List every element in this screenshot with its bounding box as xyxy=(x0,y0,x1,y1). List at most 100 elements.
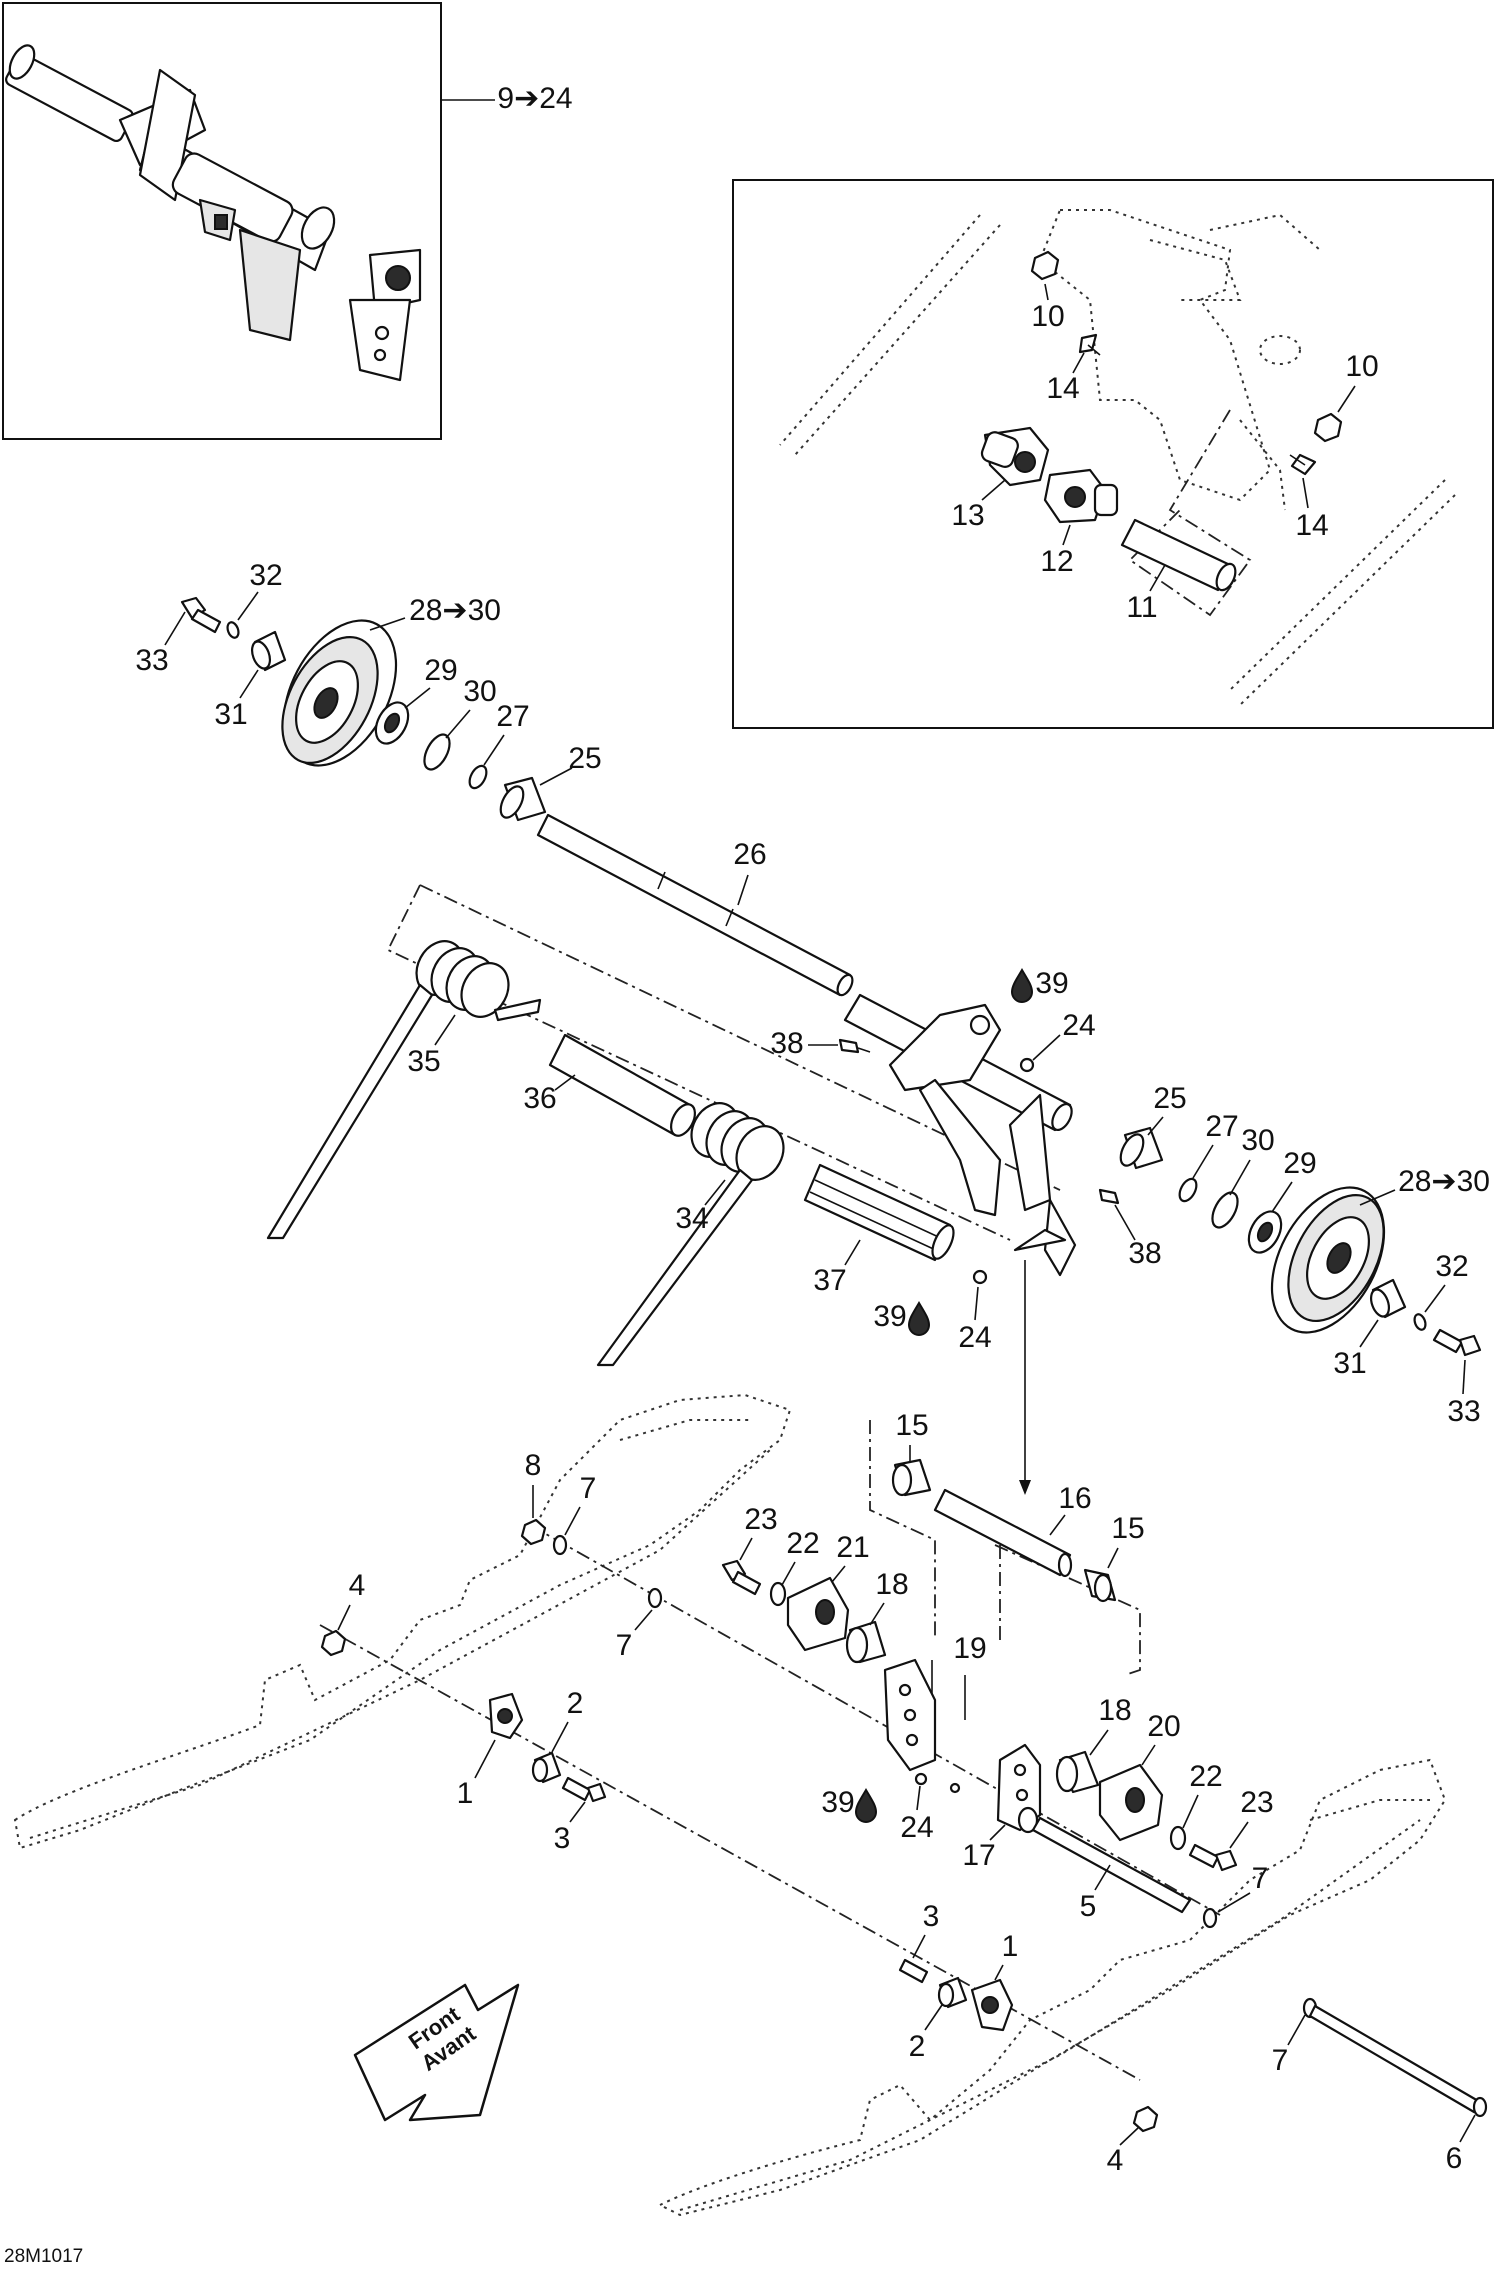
part-24-grease-fitting-b xyxy=(972,1269,988,1285)
callout-23-b: 23 xyxy=(1240,1786,1273,1819)
part-14-bolt-a xyxy=(1078,333,1101,356)
part-4-nut-a xyxy=(320,1629,347,1657)
oil-drop-icon-c xyxy=(854,1788,878,1823)
callout-35: 35 xyxy=(407,1045,440,1078)
assembly-inset-frame xyxy=(2,2,442,440)
part-38-bolt-b xyxy=(1098,1188,1120,1205)
part-7-washer-b xyxy=(647,1587,663,1609)
part-33-bolt-a xyxy=(180,596,222,634)
diagram-code: 28M1017 xyxy=(4,2246,83,2267)
callout-28-a: 28➔30 xyxy=(409,594,501,627)
upper-shaft-dashline xyxy=(529,1524,1221,1916)
part-2-spacer-b xyxy=(937,1976,968,2009)
callout-21: 21 xyxy=(836,1531,869,1564)
part-34-spring xyxy=(596,1102,785,1367)
part-15-bushing-a xyxy=(891,1458,932,1497)
part-27-washer-b xyxy=(1178,1177,1198,1203)
part-14-bolt-b xyxy=(1289,453,1317,476)
part-5-shaft xyxy=(1031,1816,1192,1914)
part-32-washer-b xyxy=(1413,1313,1427,1331)
callout-27-a: 27 xyxy=(496,700,529,733)
arm-detail-inset-frame xyxy=(732,179,1494,729)
arm-dashline xyxy=(419,884,1061,1191)
part-28-wheel-a xyxy=(281,619,398,767)
callout-22-a: 22 xyxy=(786,1527,819,1560)
part-28-wheel-b xyxy=(1270,1186,1386,1334)
callout-24-b: 24 xyxy=(958,1321,991,1354)
callout-23-a: 23 xyxy=(744,1503,777,1536)
callout-13: 13 xyxy=(951,499,984,532)
part-26-axle xyxy=(536,813,854,997)
callout-17: 17 xyxy=(962,1839,995,1872)
callout-32-a: 32 xyxy=(249,559,282,592)
callout-37: 37 xyxy=(813,1264,846,1297)
part-23-bolt-b xyxy=(1188,1843,1238,1872)
callout-2-a: 2 xyxy=(567,1687,584,1720)
part-16-tube xyxy=(933,1488,1073,1578)
part-20-block xyxy=(1098,1763,1164,1842)
callout-28-b: 28➔30 xyxy=(1398,1165,1490,1198)
axle-bracket-dashline-b xyxy=(994,1544,1141,1676)
callout-36: 36 xyxy=(523,1082,556,1115)
callout-14-a: 14 xyxy=(1046,372,1079,405)
part-29-bearing-a xyxy=(374,701,410,745)
callout-34: 34 xyxy=(675,1202,708,1235)
part-4-nut-b xyxy=(1132,2105,1159,2133)
assembled-suspension-arm xyxy=(5,44,422,382)
callout-4-a: 4 xyxy=(349,1569,366,1602)
callout-10-a: 10 xyxy=(1031,300,1064,333)
oil-drop-icon-a xyxy=(1010,968,1034,1003)
part-31-spacer-a xyxy=(250,630,287,672)
callout-27-b: 27 xyxy=(1205,1110,1238,1143)
arm-detail-dotted-frame xyxy=(779,209,1456,706)
lower-shaft-dashline xyxy=(319,1624,1141,2081)
callout-12: 12 xyxy=(1040,545,1073,578)
part-13-bracket xyxy=(980,426,1050,487)
part-2-spacer-a xyxy=(531,1751,562,1784)
callout-7-c: 7 xyxy=(1252,1862,1269,1895)
callout-25-a: 25 xyxy=(568,742,601,775)
callout-25-b: 25 xyxy=(1153,1082,1186,1115)
part-12-bracket xyxy=(1043,468,1119,524)
callout-31-b: 31 xyxy=(1333,1347,1366,1380)
part-32-washer-a xyxy=(226,621,240,639)
part-27-washer-a xyxy=(468,764,488,790)
part-30-ring-a xyxy=(423,733,451,771)
callout-18-a: 18 xyxy=(875,1568,908,1601)
callout-30-a: 30 xyxy=(463,675,496,708)
part-17-bracket xyxy=(883,1658,1042,1834)
callout-31-a: 31 xyxy=(214,698,247,731)
oil-drop-icon-b xyxy=(907,1301,931,1336)
part-1-bracket-b xyxy=(970,1978,1014,2032)
part-10-nut-a xyxy=(1030,250,1060,281)
callout-7-d: 7 xyxy=(1272,2044,1289,2077)
assembly-arrow-head xyxy=(1019,1480,1031,1495)
part-35-spring xyxy=(266,940,542,1240)
callout-14-b: 14 xyxy=(1295,509,1328,542)
part-37-bumper xyxy=(803,1163,955,1262)
callout-29-b: 29 xyxy=(1283,1147,1316,1180)
callout-39-a: 39 xyxy=(1035,967,1068,1000)
part-25-bushing-a xyxy=(499,776,547,822)
part-25-bushing-b xyxy=(1119,1126,1164,1170)
callout-3-b: 3 xyxy=(923,1900,940,1933)
callout-22-b: 22 xyxy=(1189,1760,1222,1793)
axle-bracket-dashline xyxy=(869,1420,936,1640)
callout-7-b: 7 xyxy=(616,1629,633,1662)
part-17-arm-frame xyxy=(843,993,1077,1277)
callout-4-b: 4 xyxy=(1107,2144,1124,2177)
callout-8: 8 xyxy=(525,1449,542,1482)
callout-30-b: 30 xyxy=(1241,1124,1274,1157)
callout-24-c: 24 xyxy=(900,1811,933,1844)
callout-38-b: 38 xyxy=(1128,1237,1161,1270)
callout-16: 16 xyxy=(1058,1482,1091,1515)
part-29-bearing-b xyxy=(1247,1210,1283,1254)
callout-5: 5 xyxy=(1080,1890,1097,1923)
callout-3-a: 3 xyxy=(554,1822,571,1855)
callout-19: 19 xyxy=(953,1632,986,1665)
right-rail xyxy=(657,1758,1447,2217)
part-11-tube xyxy=(1120,518,1237,592)
part-3-bolt-b xyxy=(898,1958,929,1984)
callout-6: 6 xyxy=(1446,2142,1463,2175)
